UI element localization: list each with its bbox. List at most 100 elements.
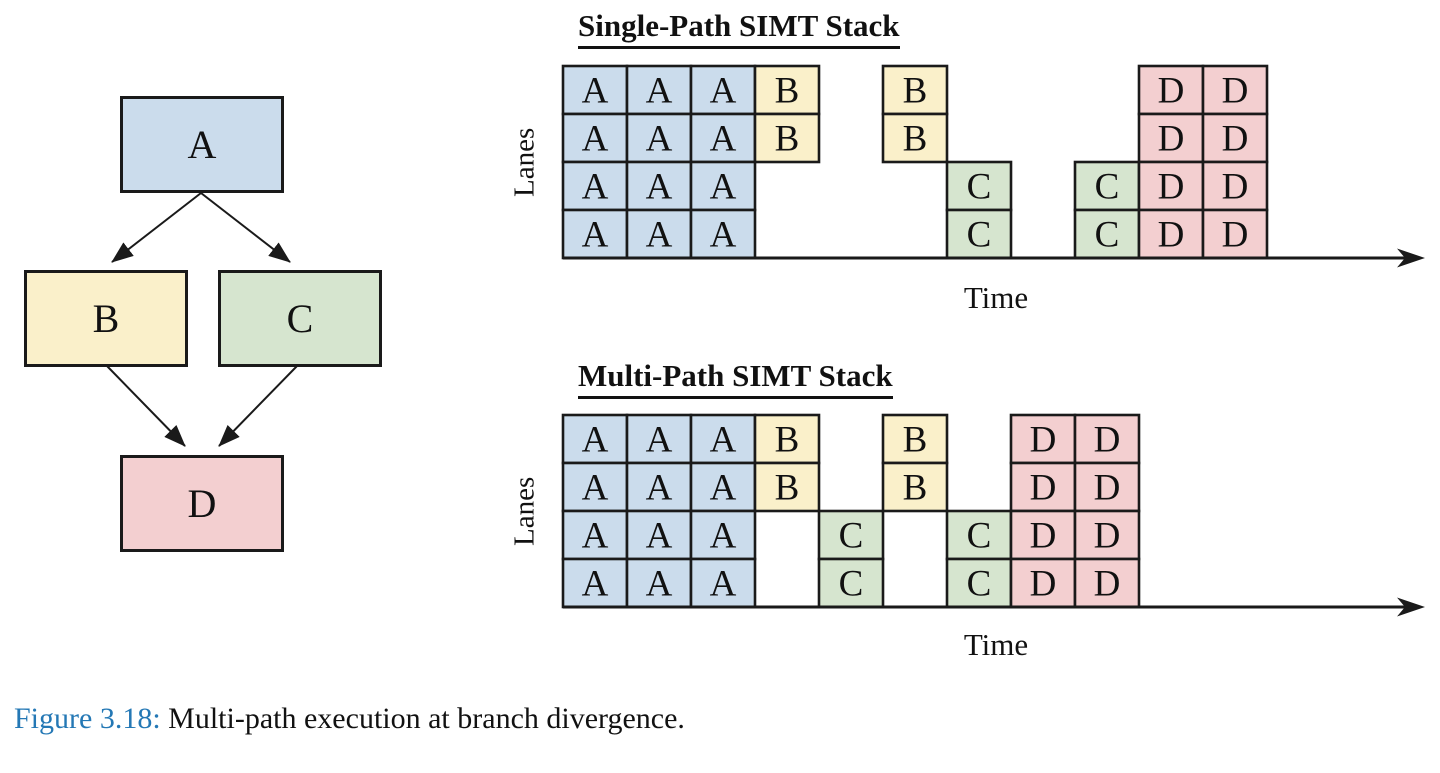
slot-cell-label: D (1222, 119, 1249, 160)
slot-cell-label: D (1030, 564, 1057, 605)
slot-cell-B (881, 413, 949, 465)
flow-node-D: D (120, 455, 284, 552)
slot-cell-label: B (903, 71, 928, 112)
slot-cell-label: B (775, 468, 800, 509)
slot-cell-B (753, 64, 821, 116)
slot-cell-label: A (710, 119, 737, 160)
slot-cell-label: A (582, 468, 609, 509)
slot-cell-label: A (646, 167, 673, 208)
flow-node-A: A (120, 96, 284, 193)
slot-cell-label: A (582, 119, 609, 160)
flow-node-label: C (286, 295, 314, 341)
lanes-axis-label: Lanes (508, 127, 541, 197)
edge-A-C (200, 192, 291, 263)
slot-cell-B (753, 112, 821, 164)
slot-cell-label: D (1158, 119, 1185, 160)
edge-A-B (111, 192, 202, 263)
flow-node-label: B (92, 295, 120, 341)
slot-cell-label: C (967, 167, 992, 208)
slot-cell-D (1073, 557, 1141, 609)
slot-cell-label: A (710, 516, 737, 557)
slot-cell-label: A (646, 468, 673, 509)
slot-cell-D (1137, 208, 1205, 260)
slot-cell-label: D (1222, 215, 1249, 256)
slot-cell-label: A (646, 564, 673, 605)
slot-cell-A (625, 112, 693, 164)
slot-cell-label: B (775, 119, 800, 160)
slot-cell-label: C (967, 564, 992, 605)
slot-cell-label: C (967, 215, 992, 256)
slot-cell-label: C (1095, 215, 1120, 256)
slot-cell-label: D (1030, 468, 1057, 509)
slot-cell-A (625, 413, 693, 465)
slot-cell-label: D (1094, 564, 1121, 605)
slot-cell-label: B (903, 468, 928, 509)
diagram-title: Single-Path SIMT Stack (578, 8, 900, 49)
flow-node-label: A (187, 121, 217, 167)
flow-node-label: D (187, 480, 217, 526)
slot-cell-label: D (1030, 420, 1057, 461)
slot-cell-label: D (1158, 71, 1185, 112)
slot-cell-D (1009, 509, 1077, 561)
slot-cell-D (1201, 112, 1269, 164)
slot-cell-label: B (775, 71, 800, 112)
caption-label: Figure 3.18: (14, 702, 161, 735)
slot-cell-label: C (839, 564, 864, 605)
slot-cell-label: D (1158, 167, 1185, 208)
slot-cell-label: A (710, 564, 737, 605)
slot-cell-label: A (710, 215, 737, 256)
slot-cell-A (561, 461, 629, 513)
caption-text: Multi-path execution at branch divergenc… (160, 702, 685, 735)
flow-node-B: B (24, 270, 188, 367)
slot-cell-label: B (903, 119, 928, 160)
slot-cell-B (881, 112, 949, 164)
slot-cell-A (561, 509, 629, 561)
slot-cell-label: A (646, 516, 673, 557)
slot-cell-A (561, 208, 629, 260)
slot-cell-label: C (839, 516, 864, 557)
slot-cell-D (1073, 413, 1141, 465)
time-axis-label: Time (963, 280, 1029, 315)
lanes-axis-label: Lanes (508, 476, 541, 546)
slot-cell-label: D (1094, 420, 1121, 461)
slot-cell-label: D (1094, 516, 1121, 557)
slot-cell-label: B (903, 420, 928, 461)
slot-cell-label: C (967, 516, 992, 557)
slot-cell-label: C (1095, 167, 1120, 208)
slot-cell-label: A (582, 167, 609, 208)
slot-cell-label: A (582, 516, 609, 557)
slot-cell-label: A (582, 564, 609, 605)
slot-cell-label: A (646, 119, 673, 160)
slot-cell-label: A (710, 420, 737, 461)
time-axis-label: Time (963, 627, 1029, 662)
slot-cell-A (625, 557, 693, 609)
slot-cell-A (689, 461, 757, 513)
figure-caption: Figure 3.18: Multi-path execution at bra… (14, 702, 685, 736)
edge-B-D (106, 365, 186, 447)
slot-cell-D (1201, 208, 1269, 260)
slot-cell-B (753, 413, 821, 465)
slot-cell-label: D (1222, 167, 1249, 208)
slot-cell-label: D (1222, 71, 1249, 112)
time-axis-arrowhead (1397, 597, 1425, 617)
slot-cell-A (689, 509, 757, 561)
slot-cell-label: A (710, 167, 737, 208)
slot-cell-label: A (582, 71, 609, 112)
slot-cell-D (1009, 557, 1077, 609)
slot-cell-label: A (710, 71, 737, 112)
slot-cell-label: A (646, 71, 673, 112)
slot-cell-D (1201, 64, 1269, 116)
slot-cell-label: B (775, 420, 800, 461)
slot-cell-label: D (1158, 215, 1185, 256)
slot-cell-C (945, 509, 1013, 561)
slot-cell-label: A (646, 420, 673, 461)
slot-cell-D (1137, 112, 1205, 164)
flow-node-C: C (218, 270, 382, 367)
edge-C-D (218, 365, 298, 447)
slot-cell-label: A (582, 420, 609, 461)
time-axis-arrowhead (1397, 248, 1425, 268)
diagram-title: Multi-Path SIMT Stack (578, 358, 893, 399)
